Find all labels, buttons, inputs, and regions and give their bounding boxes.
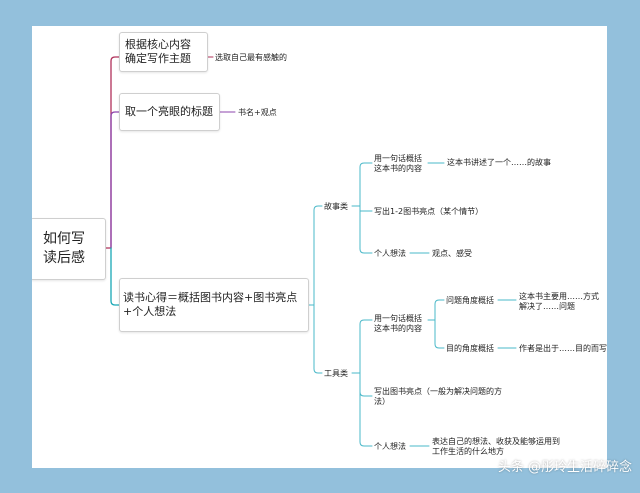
- topic-line-1: 根据核心内容: [125, 38, 191, 51]
- tool-type-line: [313, 304, 323, 374]
- tool-highlight-line-2: 法）: [374, 397, 390, 406]
- tool-summary-line-2: 这本书的内容: [374, 324, 422, 333]
- tool-summary-line: [351, 319, 373, 374]
- problem-angle-note-2: 解决了……问题: [519, 302, 575, 311]
- story-summary-line: [351, 162, 373, 207]
- story-thoughts-label: 个人想法: [374, 249, 406, 258]
- purpose-angle-label: 目的角度概括: [446, 344, 494, 353]
- story-summary-line-2: 这本书的内容: [374, 164, 422, 173]
- connector-lines: [105, 56, 517, 447]
- title-label: 取一个亮眼的标题: [125, 105, 213, 118]
- tool-thoughts-line: [359, 372, 373, 447]
- tool-thoughts-note-1: 表达自己的想法、收获及能够运用到: [432, 437, 560, 446]
- root-node[interactable]: 如何写 读后感: [32, 218, 106, 280]
- story-type-line: [308, 205, 323, 306]
- mindmap-canvas: 如何写 读后感 根据核心内容 确定写作主题 选取自己最有感触的 取一个亮眼的标题…: [32, 26, 607, 468]
- story-highlight: 写出1-2图书亮点（某个情节）: [374, 207, 484, 216]
- branch-1-line: [105, 56, 120, 249]
- title-node[interactable]: 取一个亮眼的标题: [119, 93, 220, 131]
- story-thoughts-line: [359, 205, 373, 254]
- tool-highlight-line: [359, 372, 373, 397]
- purpose-angle-line: [434, 319, 445, 349]
- title-note: 书名+观点: [238, 108, 277, 117]
- tool-highlight-line-1: 写出图书亮点（一般为解决问题的方: [374, 387, 502, 396]
- watermark: 头条 @彤玲生活碎碎念: [497, 460, 632, 475]
- root-line-1: 如何写: [43, 231, 85, 247]
- reading-insight-line-2: +个人想法: [123, 305, 177, 318]
- tool-thoughts-label: 个人想法: [374, 442, 406, 451]
- topic-line-2: 确定写作主题: [125, 52, 191, 65]
- problem-angle-note-1: 这本书主要用……方式: [519, 292, 599, 301]
- tool-summary-line-1: 用一句话概括: [374, 314, 422, 323]
- story-type-label: 故事类: [324, 202, 348, 211]
- branch-2-line: [110, 111, 120, 249]
- root-line-2: 读后感: [43, 250, 85, 266]
- branch-3-line: [110, 247, 120, 306]
- story-summary-note: 这本书讲述了一个……的故事: [447, 158, 551, 167]
- problem-angle-line: [427, 299, 445, 321]
- story-summary-line-1: 用一句话概括: [374, 154, 422, 163]
- tool-type-label: 工具类: [324, 369, 348, 378]
- tool-thoughts-note-2: 工作生活的什么地方: [432, 447, 504, 456]
- reading-insight-node[interactable]: 读书心得＝概括图书内容+图书亮点 +个人想法: [119, 278, 309, 332]
- purpose-angle-note: 作者是出于……目的而写的: [519, 344, 607, 353]
- topic-note: 选取自己最有感触的: [215, 53, 287, 62]
- topic-node[interactable]: 根据核心内容 确定写作主题: [119, 32, 208, 72]
- problem-angle-label: 问题角度概括: [446, 296, 494, 305]
- reading-insight-line-1: 读书心得＝概括图书内容+图书亮点: [123, 291, 298, 304]
- story-thoughts-note: 观点、感受: [432, 249, 472, 258]
